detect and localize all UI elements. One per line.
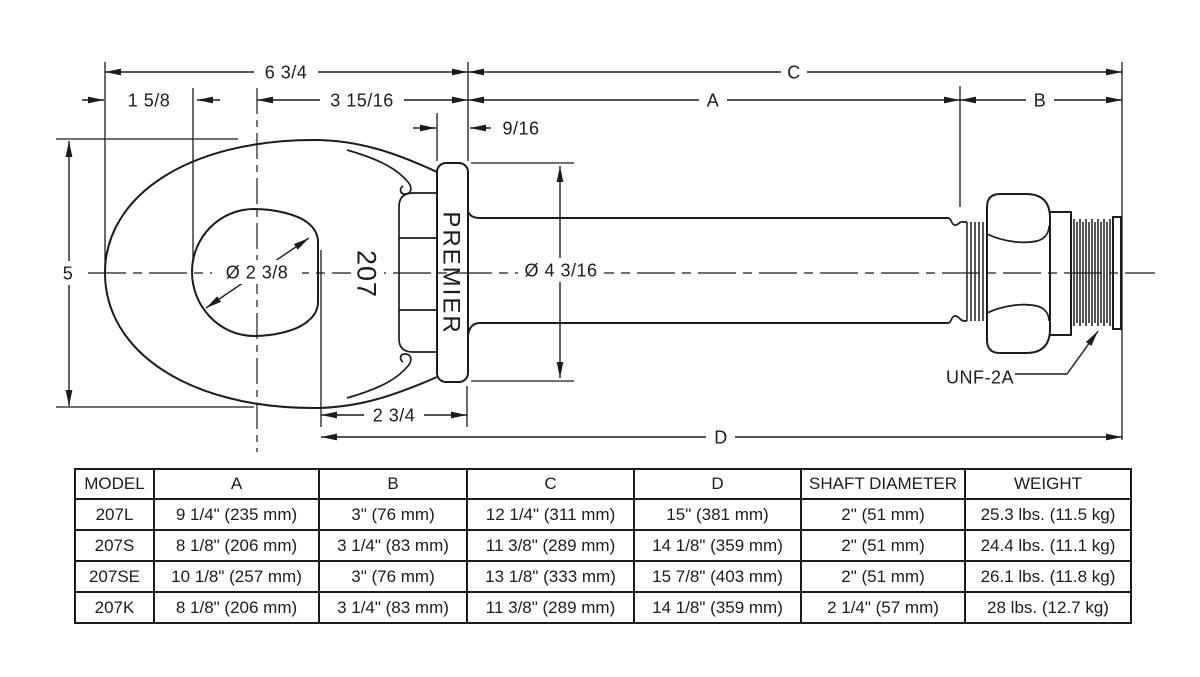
dim-length-b: B: [1034, 90, 1047, 110]
cell-c: 11 3/8" (289 mm): [466, 591, 635, 624]
cell-model: 207L: [74, 498, 155, 531]
cell-a: 8 1/8" (206 mm): [153, 591, 320, 624]
spec-header-row: MODEL A B C D SHAFT DIAMETER WEIGHT: [74, 468, 1132, 500]
thread-relief: [966, 222, 984, 321]
col-header-model: MODEL: [74, 468, 155, 500]
col-header-weight: WEIGHT: [964, 468, 1132, 500]
dim-hole-diameter: Ø 2 3/8: [226, 262, 289, 282]
cell-d: 15 7/8" (403 mm): [633, 560, 802, 593]
cell-shaft-diameter: 2" (51 mm): [800, 498, 966, 531]
cell-a: 9 1/4" (235 mm): [153, 498, 320, 531]
cell-b: 3 1/4" (83 mm): [318, 591, 468, 624]
technical-drawing: 6 3/4 C 1 5/8 3 15/16 A B 9/16 5 Ø 2 3/8…: [56, 61, 1155, 452]
thread-spec-leader: [1015, 330, 1099, 375]
cell-model: 207K: [74, 591, 155, 624]
cell-c: 13 1/8" (333 mm): [466, 560, 635, 593]
col-header-shaft-diameter: SHAFT DIAMETER: [800, 468, 966, 500]
cell-b: 3 1/4" (83 mm): [318, 529, 468, 562]
cell-d: 14 1/8" (359 mm): [633, 529, 802, 562]
shaft: [467, 210, 967, 336]
dim-eye-to-hole: 1 5/8: [128, 90, 171, 110]
spec-row-207SE: 207SE 10 1/8" (257 mm) 3" (76 mm) 13 1/8…: [74, 560, 1132, 593]
eye-hole: [190, 207, 319, 338]
cell-weight: 28 lbs. (12.7 kg): [964, 591, 1132, 624]
cell-c: 11 3/8" (289 mm): [466, 529, 635, 562]
cell-model: 207SE: [74, 560, 155, 593]
dim-length-d: D: [714, 427, 728, 447]
dim-flange-thickness: 9/16: [502, 118, 539, 138]
cell-d: 14 1/8" (359 mm): [633, 591, 802, 624]
cell-weight: 26.1 lbs. (11.8 kg): [964, 560, 1132, 593]
cell-d: 15" (381 mm): [633, 498, 802, 531]
cell-weight: 24.4 lbs. (11.1 kg): [964, 529, 1132, 562]
spec-table: MODEL A B C D SHAFT DIAMETER WEIGHT 207L…: [74, 468, 1132, 624]
col-header-d: D: [633, 468, 802, 500]
part-model-number: 207: [352, 250, 382, 298]
col-header-c: C: [466, 468, 635, 500]
dim-center-to-flange: 3 15/16: [330, 90, 394, 110]
text-masks: [57, 61, 1054, 447]
part-brand-label: PREMIER: [438, 211, 465, 334]
dim-length-c: C: [787, 62, 801, 82]
dim-eye-height: 5: [63, 263, 74, 283]
cell-shaft-diameter: 2 1/4" (57 mm): [800, 591, 966, 624]
cell-model: 207S: [74, 529, 155, 562]
cell-b: 3" (76 mm): [318, 498, 468, 531]
dim-top-overall: 6 3/4: [265, 62, 308, 82]
dim-length-a: A: [707, 90, 720, 110]
col-header-b: B: [318, 468, 468, 500]
cell-c: 12 1/4" (311 mm): [466, 498, 635, 531]
thread-spec-label: UNF-2A: [946, 367, 1014, 387]
spec-row-207K: 207K 8 1/8" (206 mm) 3 1/4" (83 mm) 11 3…: [74, 591, 1132, 624]
cell-a: 8 1/8" (206 mm): [153, 529, 320, 562]
cell-shaft-diameter: 2" (51 mm): [800, 529, 966, 562]
dim-boss-width: 2 3/4: [373, 405, 416, 425]
col-header-a: A: [153, 468, 320, 500]
spec-row-207L: 207L 9 1/4" (235 mm) 3" (76 mm) 12 1/4" …: [74, 498, 1132, 531]
cell-b: 3" (76 mm): [318, 560, 468, 593]
extension-lines: [56, 62, 1123, 440]
cell-weight: 25.3 lbs. (11.5 kg): [964, 498, 1132, 531]
cell-a: 10 1/8" (257 mm): [153, 560, 320, 593]
spec-row-207S: 207S 8 1/8" (206 mm) 3 1/4" (83 mm) 11 3…: [74, 529, 1132, 562]
dim-flange-diameter: Ø 4 3/16: [524, 260, 597, 280]
cell-shaft-diameter: 2" (51 mm): [800, 560, 966, 593]
